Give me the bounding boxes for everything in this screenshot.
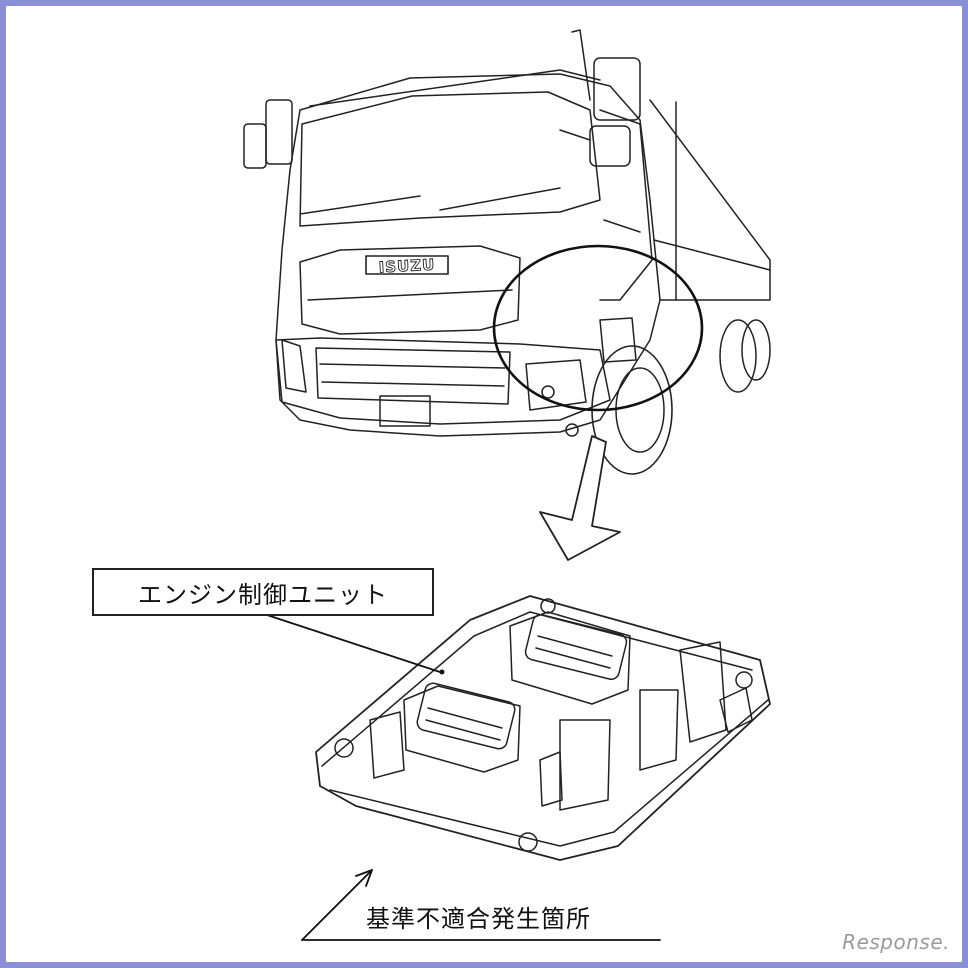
truck-illustration	[243, 29, 771, 475]
ecu-leader-line	[263, 613, 441, 673]
down-arrow	[539, 435, 621, 561]
ecu-unit-illustration	[315, 595, 771, 861]
highlight-ellipse	[492, 244, 704, 412]
ecu-label: エンジン制御ユニット	[92, 568, 434, 616]
defect-arrow	[301, 869, 661, 941]
defect-location-label: 基準不適合発生箇所	[366, 904, 591, 933]
ecu-leader-dot	[439, 669, 445, 675]
response-watermark: Response.	[842, 930, 950, 954]
